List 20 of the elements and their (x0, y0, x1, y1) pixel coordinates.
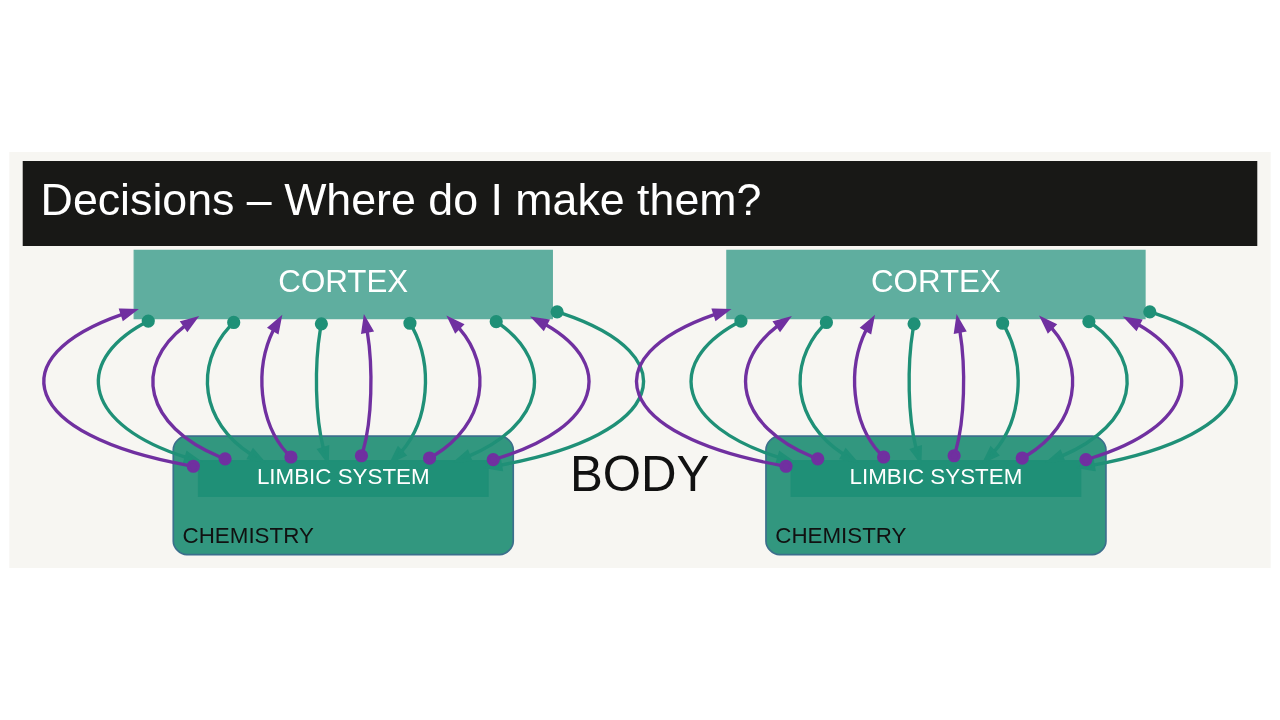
arrow (1079, 316, 1184, 467)
node-box: LIMBIC SYSTEM (790, 460, 1082, 497)
arrow (354, 314, 375, 463)
arrow (798, 315, 859, 463)
arrow (486, 316, 591, 467)
arrow (42, 308, 200, 473)
node-box: CORTEX (133, 249, 553, 320)
arrow (260, 314, 298, 464)
node-box: LIMBIC SYSTEM (197, 460, 489, 497)
arrow (947, 314, 967, 463)
arrow (1015, 315, 1075, 465)
diagram-title: Decisions – Where do I make them? (40, 174, 762, 224)
arrow (422, 315, 482, 465)
arrow (151, 315, 232, 466)
label: BODY (569, 446, 710, 502)
arrow (1045, 315, 1129, 463)
arrow (744, 315, 825, 466)
arrow (635, 308, 793, 473)
arrow (852, 314, 891, 464)
node-box: CORTEX (726, 249, 1146, 320)
